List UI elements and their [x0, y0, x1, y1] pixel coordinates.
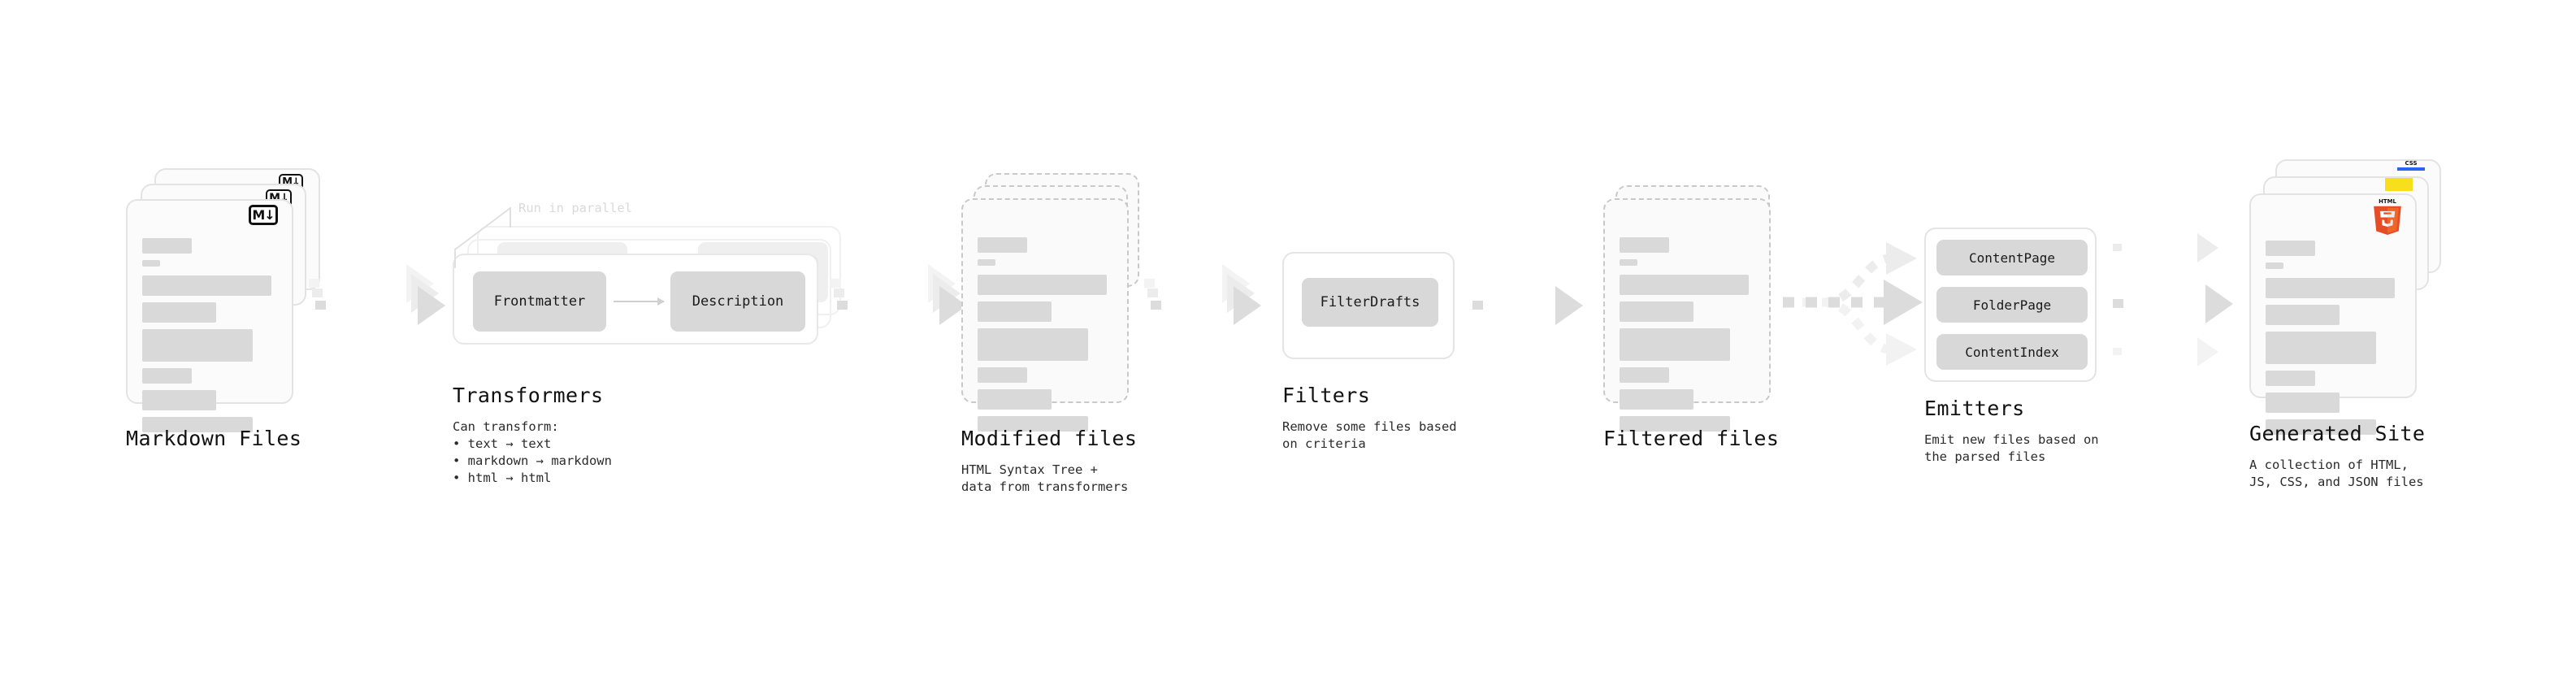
stage-desc-transformers: Can transform: • text → text • markdown … [453, 419, 612, 485]
stage-title-modified-files: Modified files [961, 427, 1138, 450]
html5-icon: HTML [2374, 198, 2401, 235]
run-in-parallel-leader [454, 206, 511, 268]
site-card-bars [2266, 241, 2400, 441]
filtered-card-bars [1620, 237, 1754, 438]
run-in-parallel-label: Run in parallel [518, 201, 632, 215]
stage-desc-emitters: Emit new files based on the parsed files [1924, 432, 2099, 464]
stage-title-emitters: Emitters [1924, 397, 2025, 420]
stage-title-generated-site: Generated Site [2249, 422, 2426, 445]
filters-box[interactable]: FilterDrafts [1282, 252, 1455, 359]
markdown-icon: M↓ [249, 205, 278, 225]
js-icon [2385, 178, 2413, 191]
markdown-card-bars [142, 238, 277, 439]
css-icon-underline [2397, 167, 2425, 171]
stage-desc-generated-site: A collection of HTML, JS, CSS, and JSON … [2249, 458, 2424, 489]
css-icon: CSS [2397, 161, 2425, 171]
connector-filtered-to-emitters [1783, 242, 1923, 366]
emitters-box[interactable]: ContentPage FolderPage ContentIndex [1924, 228, 2097, 382]
stage-title-markdown-files: Markdown Files [126, 427, 302, 450]
transformer-inner-arrow [614, 297, 665, 306]
stage-title-filters: Filters [1282, 384, 1371, 407]
markdown-card-front [126, 199, 293, 432]
modified-card-bars [978, 237, 1112, 438]
transformer-chip-description[interactable]: Description [670, 271, 805, 332]
modified-card-front [961, 198, 1129, 432]
emitters-chip-contentpage[interactable]: ContentPage [1936, 240, 2088, 275]
svg-text:HTML: HTML [2379, 198, 2396, 205]
stage-title-filtered-files: Filtered files [1603, 427, 1780, 450]
emitters-chip-contentindex[interactable]: ContentIndex [1936, 334, 2088, 370]
emitters-chip-folderpage[interactable]: FolderPage [1936, 287, 2088, 323]
stage-desc-filters: Remove some files based on criteria [1282, 419, 1457, 451]
stage-title-transformers: Transformers [453, 384, 604, 407]
stage-desc-modified-files: HTML Syntax Tree + data from transformer… [961, 462, 1129, 494]
transformer-chip-frontmatter[interactable]: Frontmatter [473, 271, 606, 332]
filtered-card-front [1603, 198, 1771, 432]
css-icon-label: CSS [2405, 160, 2418, 167]
filters-chip-filterdrafts[interactable]: FilterDrafts [1302, 278, 1438, 327]
transformer-box-front[interactable]: Frontmatter Description [453, 254, 818, 345]
